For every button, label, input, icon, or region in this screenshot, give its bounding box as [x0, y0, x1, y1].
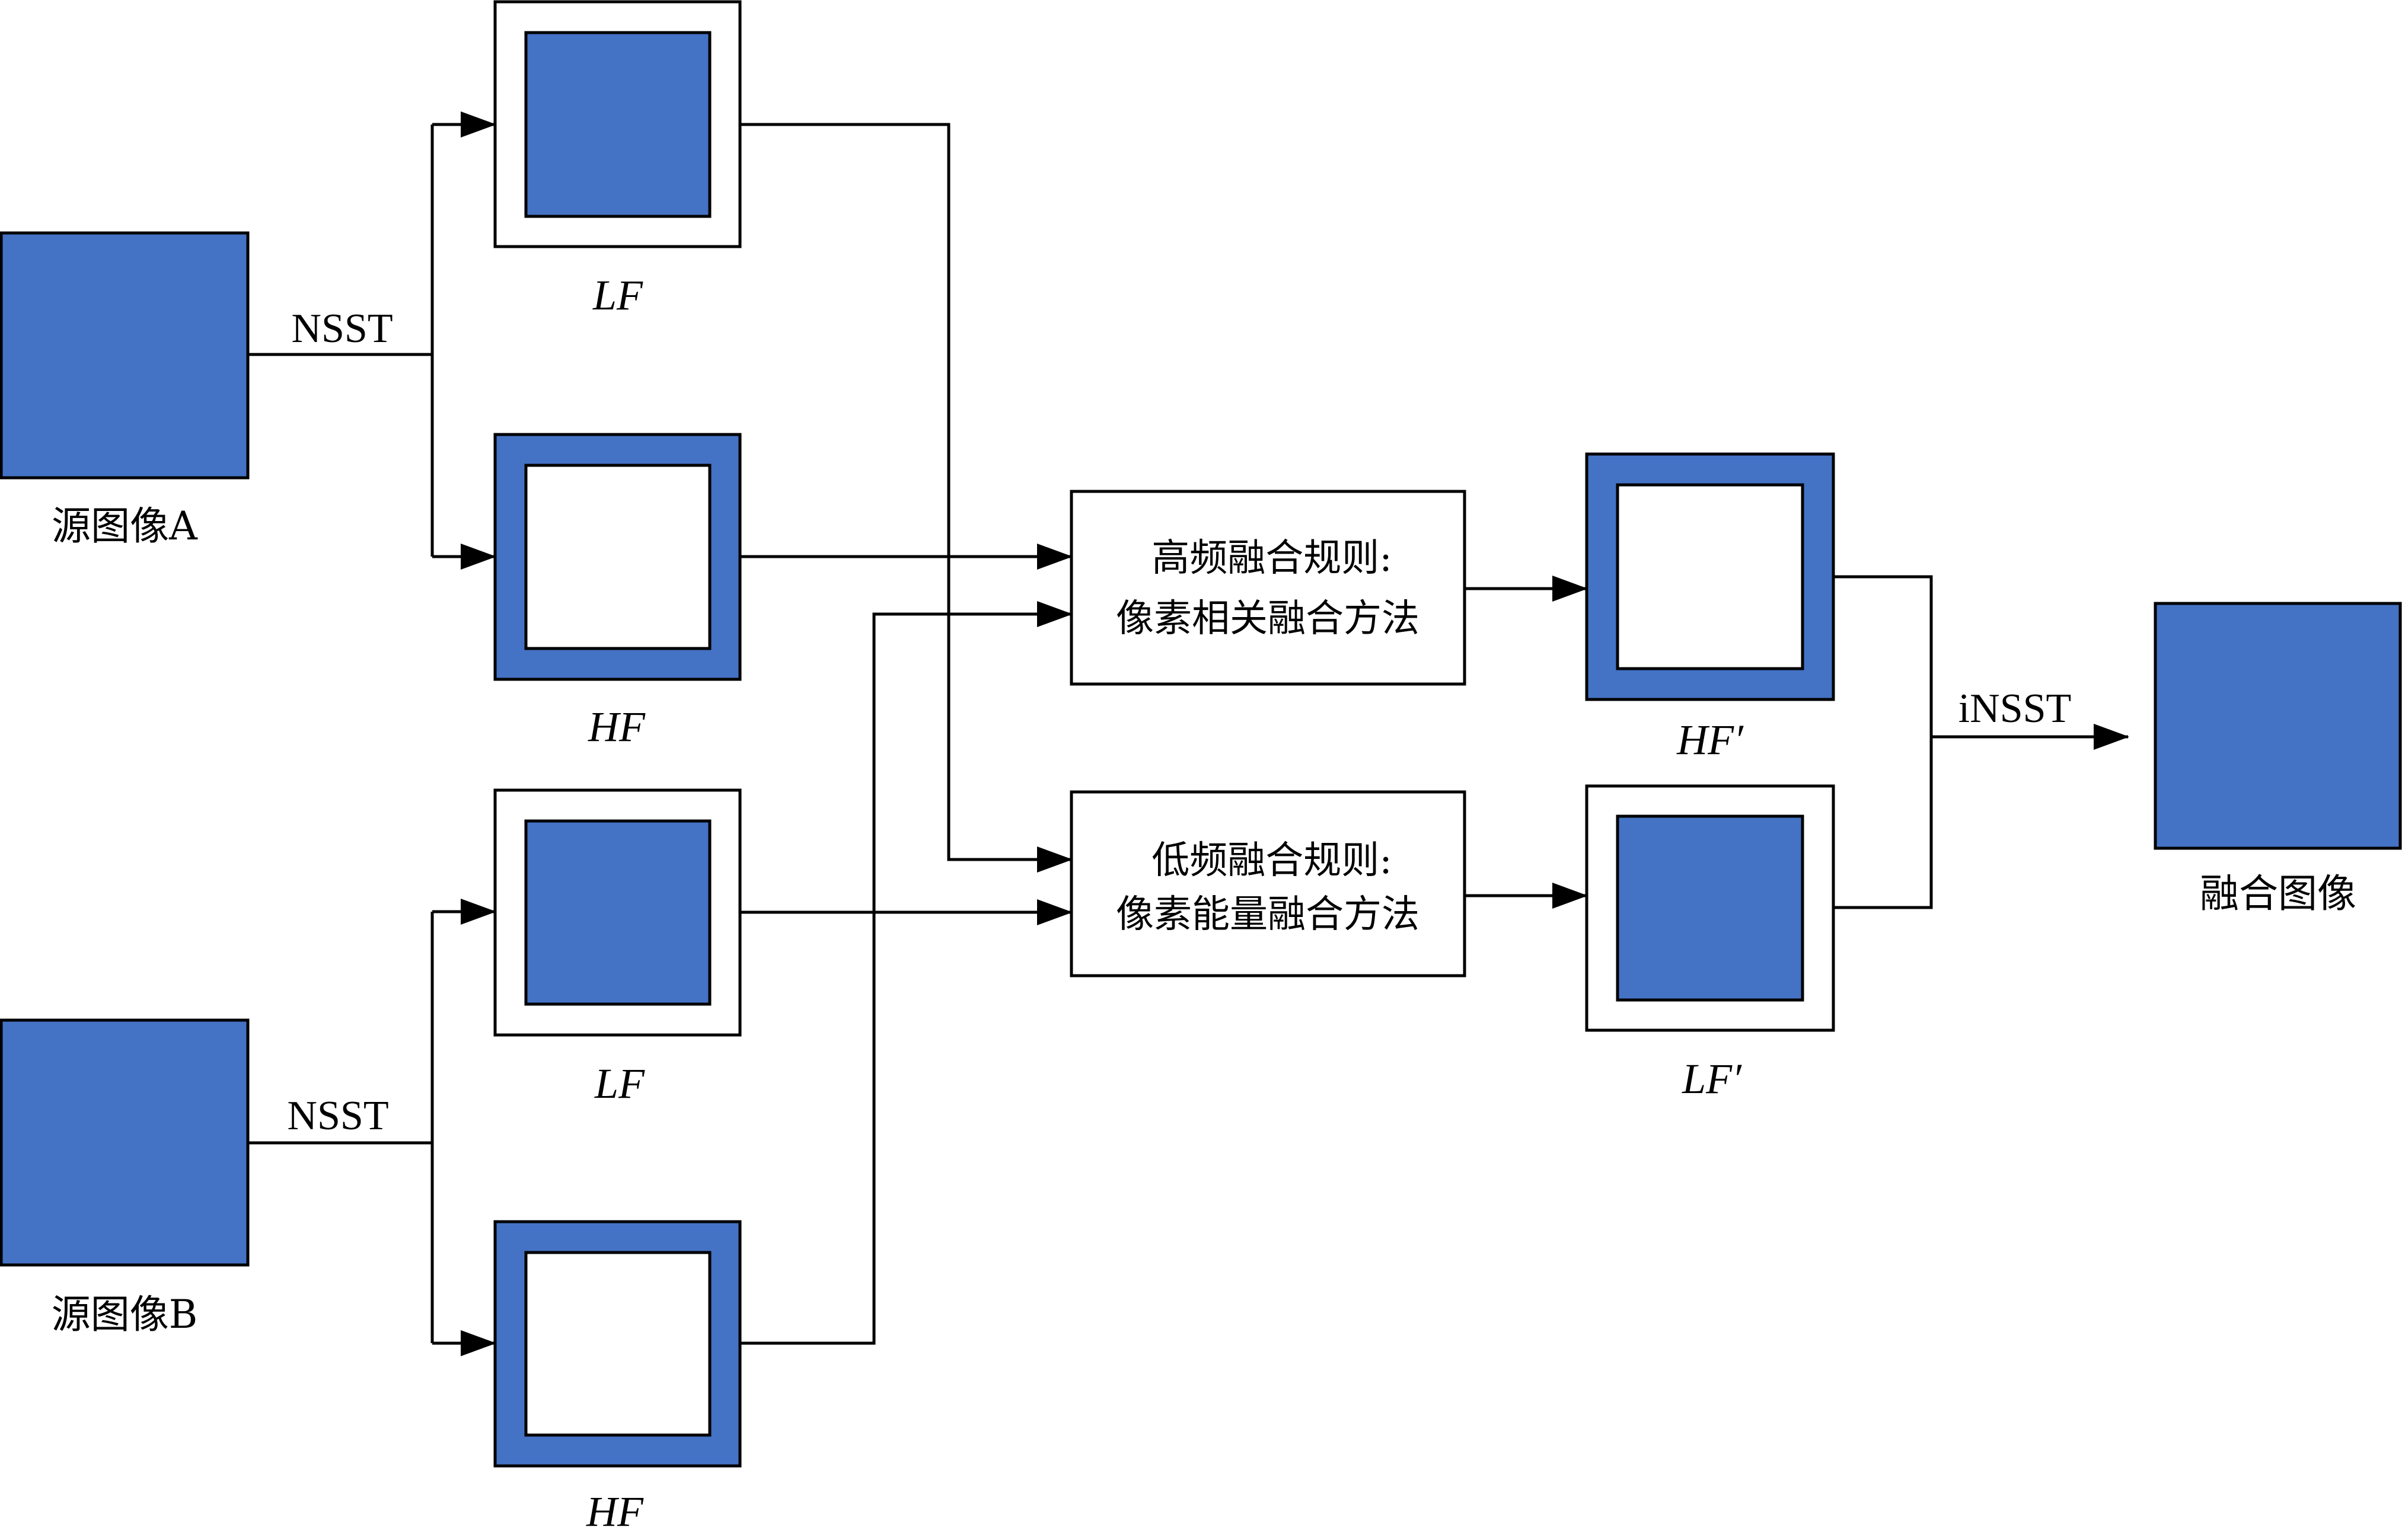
high-frequency-rule: 高频融合规则: 像素相关融合方法: [1070, 490, 1466, 686]
low-frequency-rule: 低频融合规则: 像素能量融合方法: [1070, 790, 1466, 977]
fused-image-label: 融合图像: [2200, 871, 2356, 916]
hf-fused-out: [1833, 575, 1933, 909]
fused-image: 融合图像: [2154, 602, 2402, 916]
lf-fused-label: LF′: [1682, 1055, 1742, 1103]
source-image-b-box: [0, 1018, 250, 1267]
hf-b-label: HF: [586, 1488, 644, 1535]
hf-b-inner: [524, 1251, 712, 1437]
low-frequency-b: LF: [493, 788, 742, 1107]
connector-lines: [248, 111, 2129, 1356]
lf-a-label: LF: [592, 271, 643, 319]
nsst-b-label: NSST: [287, 1093, 388, 1139]
fused-low-frequency: LF′: [1585, 784, 1835, 1103]
low-frequency-a: LF: [493, 0, 742, 319]
source-image-a: 源图像A: [0, 231, 250, 549]
lf-fused-inner: [1616, 814, 1804, 1002]
lf-a-inner: [524, 31, 712, 218]
arrow-lf-a-to-low-rule: [740, 123, 1073, 873]
low-rule-line1: 低频融合规则:: [1151, 839, 1392, 883]
hf-a-label: HF: [588, 703, 646, 750]
high-rule-line1: 高频融合规则:: [1151, 536, 1392, 580]
source-image-b: 源图像B: [0, 1018, 250, 1337]
fused-high-frequency: HF′: [1585, 452, 1835, 763]
hf-a-inner: [524, 464, 712, 650]
source-image-a-box: [0, 231, 250, 480]
hf-fused-label: HF′: [1676, 716, 1744, 763]
arrow-hf-b-to-high-rule: [740, 601, 1073, 1345]
lf-b-inner: [524, 819, 712, 1006]
nsst-a-label: NSST: [291, 306, 393, 352]
high-rule-line2: 像素相关融合方法: [1116, 597, 1419, 641]
fused-image-box: [2154, 602, 2402, 850]
source-image-a-label: 源图像A: [52, 503, 198, 549]
high-frequency-a: HF: [493, 433, 742, 750]
low-rule-line2: 像素能量融合方法: [1116, 893, 1419, 937]
insst-label: iNSST: [1958, 686, 2072, 731]
high-rule-box: [1070, 490, 1466, 686]
hf-fused-inner: [1616, 483, 1804, 670]
source-image-b-label: 源图像B: [52, 1292, 198, 1337]
high-frequency-b: HF: [493, 1220, 742, 1535]
low-rule-box: [1070, 790, 1466, 977]
lf-b-label: LF: [594, 1060, 645, 1107]
